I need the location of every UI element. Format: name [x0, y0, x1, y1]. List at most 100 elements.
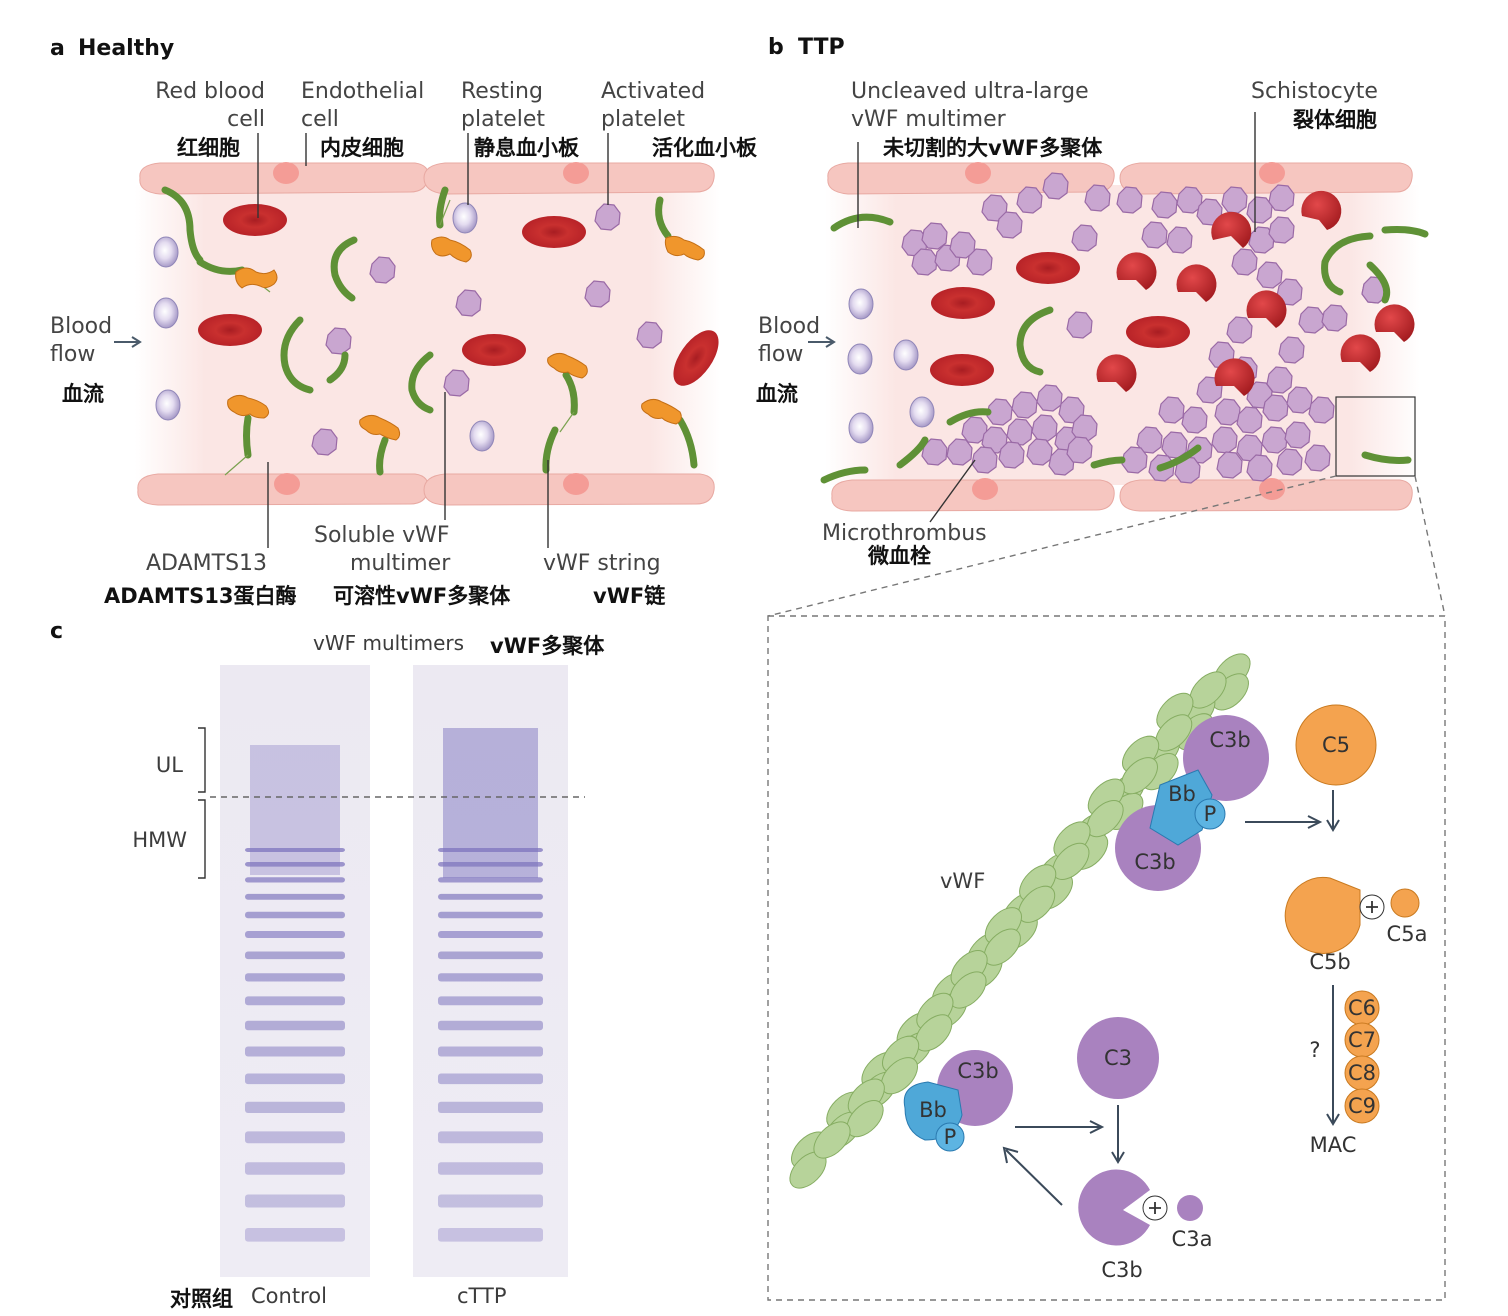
gel-header-zh: vWF多聚体: [490, 634, 605, 658]
gel-band: [438, 911, 543, 919]
c5a-label: C5a: [1387, 922, 1428, 946]
adamts13-enzyme: [227, 394, 270, 419]
vwf-string: [1156, 444, 1202, 472]
c3a-molecule: [1177, 1195, 1203, 1221]
cttp-label: cTTP: [457, 1284, 507, 1308]
hmw-label: HMW: [132, 828, 187, 852]
gel-lane-cttp: [413, 665, 568, 1277]
gel-lane-control: [220, 665, 370, 1277]
microthrombus-label: Microthrombus: [822, 521, 987, 546]
gel-band: [438, 996, 543, 1006]
vwf-string: [1321, 232, 1374, 296]
vwf-string: [1090, 456, 1126, 469]
flow-arrow-icon: [808, 336, 836, 348]
vwf-bead: [813, 1121, 851, 1159]
vwf-label: vWF: [940, 869, 985, 893]
red-blood-cell: [930, 354, 994, 386]
vwf-string: [946, 408, 992, 426]
gel-band: [438, 1131, 543, 1144]
zoom-box: [1335, 396, 1416, 477]
gel-band: [438, 877, 543, 883]
endothelial-nucleus: [273, 162, 299, 184]
vwf-string: [542, 426, 559, 474]
ttp-flow-label-2: flow: [758, 342, 803, 367]
c6-label: C6: [1348, 996, 1376, 1020]
zoom-connector: [1414, 475, 1446, 617]
endothelial-label-2: cell: [301, 107, 339, 132]
flow-arrow-icon: [114, 336, 142, 348]
gel-band: [245, 931, 345, 938]
gel-band: [438, 973, 543, 982]
endothelial-nucleus: [1259, 478, 1285, 500]
zoom-connector: [767, 475, 1337, 617]
c8-label: C8: [1348, 1061, 1376, 1085]
control-label: Control: [251, 1284, 327, 1308]
adamts13-enzyme: [431, 236, 472, 263]
red-blood-cell: [1016, 252, 1080, 284]
endothelial-label: Endothelial: [301, 79, 424, 104]
red-blood-cell: [673, 330, 719, 386]
vwf-bead-chain: [789, 653, 1251, 1189]
red-blood-cell: [462, 334, 526, 366]
gel-band: [245, 1073, 345, 1085]
red-blood-cell: [1126, 316, 1190, 348]
bb-top-label: Bb: [1168, 782, 1196, 806]
schistocyte: [1246, 290, 1287, 328]
c3b-molecule: [1183, 715, 1269, 801]
gel-header: vWF multimers: [313, 631, 464, 655]
p-top-label: P: [1204, 802, 1217, 826]
resting-label-2: platelet: [461, 107, 545, 132]
c5-molecule: [1295, 704, 1377, 786]
gel-band: [438, 1020, 543, 1031]
soluble-label-2: multimer: [350, 551, 451, 576]
schistocyte: [1176, 264, 1217, 302]
c5b-label: C5b: [1309, 950, 1350, 974]
c3a-label: C3a: [1172, 1227, 1213, 1251]
schistocyte: [1211, 211, 1252, 248]
c3b-top-label: C3b: [1209, 728, 1250, 752]
lane-background: [220, 665, 370, 1277]
vwf-string: [330, 236, 358, 302]
c9-label: C9: [1348, 1094, 1376, 1118]
gel-smear: [443, 728, 538, 878]
resting-platelet: [848, 412, 874, 444]
resting-label: Resting: [461, 79, 543, 104]
gel-band: [438, 1194, 543, 1208]
activated-label-zh: 活化血小板: [652, 136, 758, 160]
schistocyte: [1340, 334, 1381, 372]
endothelial-label-zh: 内皮细胞: [320, 136, 404, 160]
flow-label-2: flow: [50, 342, 95, 367]
resting-platelet: [909, 396, 935, 428]
endothelial-nucleus: [563, 162, 589, 184]
arrow-icon: [1326, 985, 1340, 1126]
endothelial-nucleus: [965, 162, 991, 184]
flow-label-zh: 血流: [62, 382, 104, 406]
gel-band: [245, 996, 345, 1006]
rbc-label-zh: 红细胞: [177, 136, 240, 160]
ul-label: UL: [156, 753, 183, 777]
p-low-label: P: [944, 1125, 957, 1149]
adamts13-enzyme: [547, 352, 588, 379]
resting-platelet: [893, 339, 919, 371]
arrow-icon: [1015, 1120, 1105, 1134]
healthy-vessel: [114, 133, 720, 548]
gel-band: [245, 1020, 345, 1031]
schistocyte: [1096, 354, 1137, 392]
adamts13-label-zh: ADAMTS13蛋白酶: [104, 584, 297, 608]
question-label: ?: [1309, 1038, 1320, 1062]
activated-label: Activated: [601, 79, 705, 104]
gel-band: [245, 1162, 345, 1175]
string-label-zh: vWF链: [593, 584, 666, 608]
hmw-bracket: [198, 799, 206, 879]
gel-band: [438, 931, 543, 938]
c9-molecule: [1344, 1088, 1380, 1124]
gel-band: [245, 1046, 345, 1057]
endothelial-nucleus: [1259, 162, 1285, 184]
rbc-label: Red blood: [155, 79, 265, 104]
c3-label: C3: [1104, 1046, 1132, 1070]
string-label: vWF string: [543, 551, 661, 576]
gel-band: [438, 951, 543, 960]
control-label-zh: 对照组: [170, 1287, 233, 1311]
